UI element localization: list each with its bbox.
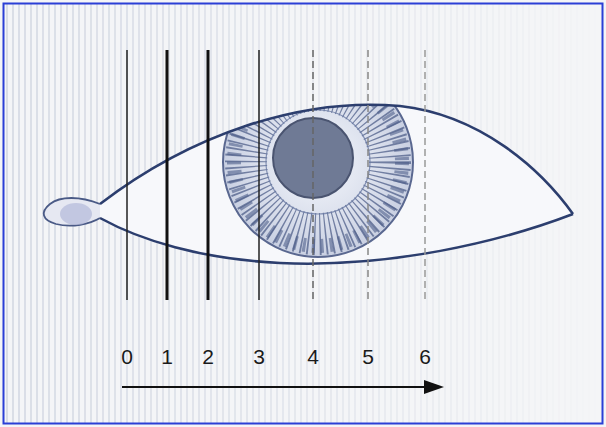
scale-number: 2 xyxy=(202,346,214,367)
iris xyxy=(223,67,413,257)
inner-corner xyxy=(44,198,100,226)
upper-lid xyxy=(100,105,573,214)
solid-line xyxy=(126,50,128,300)
scale-number: 0 xyxy=(121,346,133,367)
background-stripes xyxy=(4,4,602,423)
solid-line xyxy=(258,50,260,300)
solid-line xyxy=(207,50,210,300)
scale-number: 6 xyxy=(419,346,431,367)
scale-number: 3 xyxy=(253,346,265,367)
dashed-line xyxy=(367,50,369,300)
solid-line xyxy=(166,50,169,300)
lower-lid xyxy=(100,214,573,264)
scale-number: 4 xyxy=(307,346,319,367)
scale-number: 1 xyxy=(161,346,173,367)
dashed-line xyxy=(312,50,314,300)
scale-lines xyxy=(127,50,425,300)
dashed-line xyxy=(424,50,426,300)
frame xyxy=(4,4,603,424)
scale-number: 5 xyxy=(362,346,374,367)
direction-arrow xyxy=(122,380,444,394)
caruncle xyxy=(60,203,92,225)
eye xyxy=(44,67,573,264)
